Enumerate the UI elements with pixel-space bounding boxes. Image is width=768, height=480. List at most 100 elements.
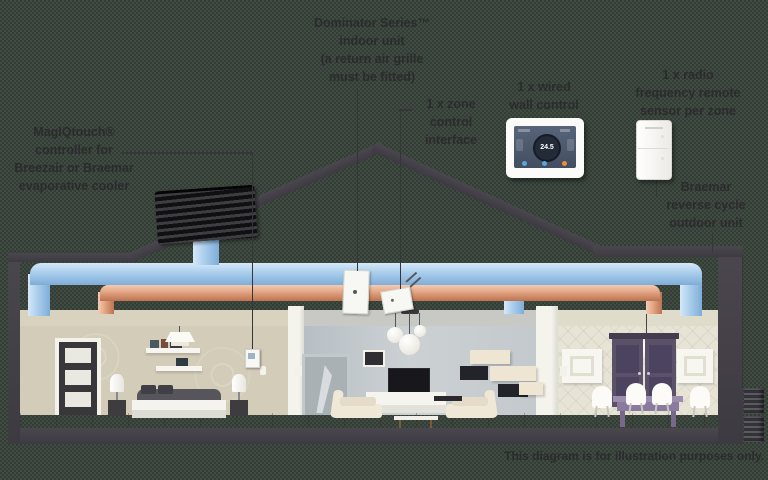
left-wall xyxy=(8,253,20,443)
nightstand-left xyxy=(108,400,126,416)
outdoor-unit-icon-lower xyxy=(744,416,764,442)
lamp-left-stand xyxy=(116,392,118,400)
door-panel xyxy=(65,348,91,363)
living-wall-switch xyxy=(295,366,302,376)
door-handle xyxy=(638,372,641,375)
label-rf-sensor: 1 x radio frequency remote sensor per zo… xyxy=(610,66,766,120)
label-line: 1 x zone xyxy=(426,97,476,111)
roof-flat-right xyxy=(593,246,743,257)
screen-status-bar-2 xyxy=(560,129,570,132)
pillar-right xyxy=(536,306,558,415)
dining-chair-4 xyxy=(690,386,710,418)
label-line: reverse cycle xyxy=(666,198,746,213)
sensor-led-bottom xyxy=(661,157,664,160)
label-line: Breezair or Braemar xyxy=(14,161,134,176)
dining-table-leg-2 xyxy=(671,411,676,427)
sofa-right-cushion xyxy=(452,397,488,406)
door-panel xyxy=(649,345,672,373)
wall-cube-shelf-1 xyxy=(470,350,510,364)
dining-frame-left xyxy=(562,349,602,383)
controller-screen xyxy=(248,353,255,359)
pendant-globe-1 xyxy=(387,327,403,343)
screen-side-button-right xyxy=(567,139,574,151)
dining-chair-1 xyxy=(592,386,612,418)
living-door xyxy=(305,357,347,415)
dining-door-header xyxy=(609,333,679,339)
screen-dot-blue-2 xyxy=(542,161,547,166)
coffee-table-top xyxy=(394,416,438,420)
roof-eave-left xyxy=(8,253,136,262)
shelf-decor-4 xyxy=(176,358,188,366)
wall-display-1 xyxy=(460,366,488,380)
nightstand-right xyxy=(230,400,248,416)
pendant-cord-2 xyxy=(409,313,410,336)
bed-base-shadow xyxy=(132,410,226,418)
shelf-decor-2 xyxy=(161,339,168,348)
lamp-right-stand xyxy=(238,392,240,400)
door-panel xyxy=(65,370,91,385)
living-picture-frame xyxy=(363,350,385,367)
connector-outdoor-unit-lower xyxy=(742,256,743,388)
rf-remote-sensor-icon xyxy=(636,120,672,180)
temperature-dial: 24.5 xyxy=(533,134,561,162)
connector-magiqtouch-horizontal xyxy=(122,152,252,154)
indoor-unit-icon xyxy=(154,184,258,245)
ceiling-living xyxy=(290,310,538,326)
screen-status-bar xyxy=(518,129,530,132)
screen-side-button-left xyxy=(516,139,523,151)
tv-console-shadow xyxy=(366,405,446,413)
return-air-grille-icon xyxy=(342,269,370,315)
foundation-bar xyxy=(8,428,743,444)
label-line: interface xyxy=(424,133,478,148)
pendant-globe-3 xyxy=(414,325,426,337)
label-magiqtouch: MagIQtouch® controller for Breezair or B… xyxy=(2,123,146,196)
outdoor-unit-icon xyxy=(744,388,764,414)
label-line: 1 x wired xyxy=(517,80,571,94)
wall-shelf-upper xyxy=(146,348,200,353)
sofa-left-cushion xyxy=(340,397,376,406)
grille-screw xyxy=(352,289,358,295)
connector-outdoor-unit-upper xyxy=(712,232,713,252)
pendant-cord-3 xyxy=(419,313,420,326)
ceiling-bedroom xyxy=(20,310,290,326)
wired-wall-control-icon: 24.5 xyxy=(506,118,584,178)
bed-pillow-2 xyxy=(158,385,173,394)
label-line: frequency remote xyxy=(635,86,741,101)
frame-inner xyxy=(684,356,706,376)
branch-duct-main xyxy=(100,285,660,301)
sofa-right-seat xyxy=(446,404,494,418)
ceiling-dining xyxy=(538,310,718,326)
label-line: Braemar xyxy=(680,180,732,194)
label-line: sensor per zone xyxy=(640,104,736,119)
label-line: Dominator Series™ xyxy=(313,16,430,30)
dining-pendant-cord xyxy=(646,314,647,342)
door-panel xyxy=(616,345,639,373)
door-handle xyxy=(647,372,650,375)
pendant-globe-2 xyxy=(399,334,420,355)
magiqtouch-controller-icon xyxy=(245,349,260,368)
connector-zone-interface-dash xyxy=(399,109,412,111)
coffee-table-leg-1 xyxy=(399,420,401,428)
footnote: This diagram is for illustration purpose… xyxy=(504,449,764,463)
coffee-table-leg-2 xyxy=(430,420,432,428)
connector-rf-sensor xyxy=(656,178,657,196)
pendant-canopy xyxy=(401,309,419,314)
dining-chair-3 xyxy=(652,383,672,415)
wall-cube-shelf-2 xyxy=(490,366,536,381)
bedroom-ceiling-lamp-cord xyxy=(179,326,180,333)
label-line: control xyxy=(429,115,473,130)
shelf-decor-1 xyxy=(150,340,159,348)
label-wall-control: 1 x wired wall control xyxy=(500,78,588,114)
tv-screen xyxy=(388,368,430,393)
connector-indoor-unit xyxy=(357,88,358,271)
connector-zone-interface xyxy=(400,110,401,289)
label-indoor-unit: Dominator Series™ indoor unit (a return … xyxy=(287,14,457,87)
dining-chair-2 xyxy=(626,383,646,415)
label-outdoor-unit: Braemar reverse cycle outdoor unit xyxy=(648,178,764,232)
frame-inner xyxy=(570,356,594,376)
dining-table-apron xyxy=(617,402,679,411)
bedroom-door xyxy=(59,342,97,415)
label-line: wall control xyxy=(509,98,579,113)
zone-interface-led xyxy=(390,298,395,303)
